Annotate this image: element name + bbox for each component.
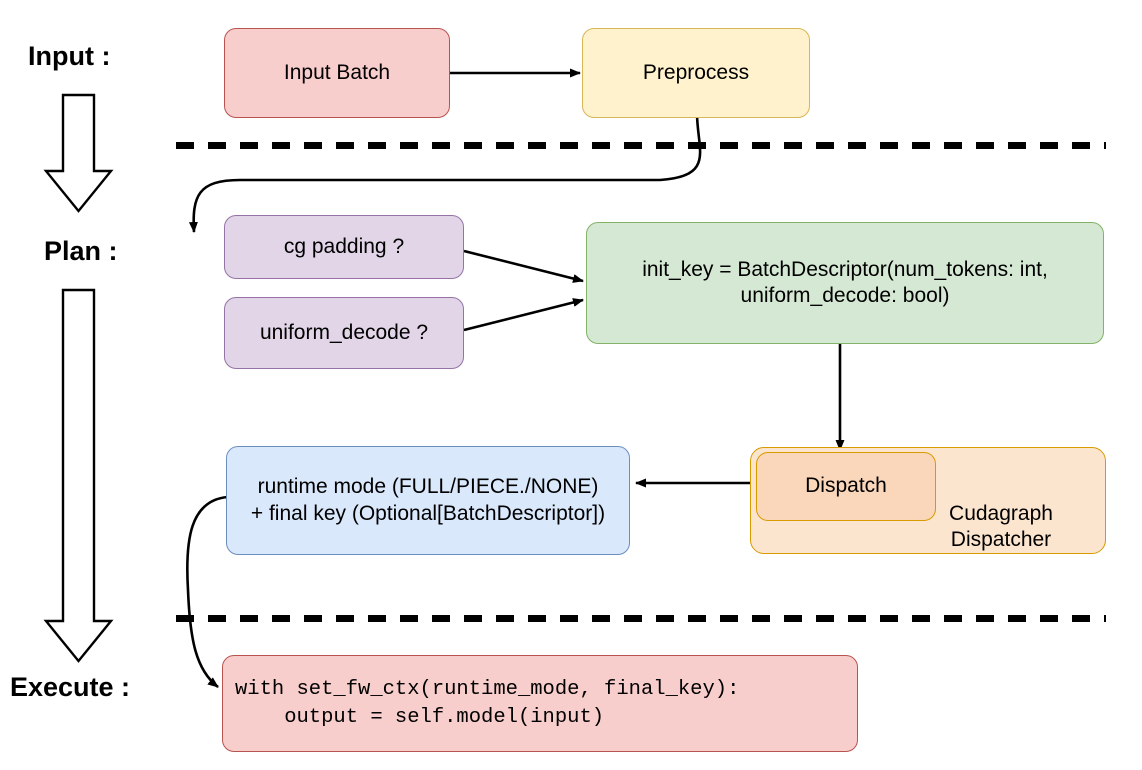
node-cg-padding[interactable]: cg padding ? xyxy=(224,215,464,279)
plan-to-execute-arrow xyxy=(43,288,114,663)
edge-cg-padding-to-init-key xyxy=(463,249,584,283)
node-execute-code[interactable]: with set_fw_ctx(runtime_mode, final_key)… xyxy=(222,655,858,752)
edge-uniform-decode-to-init-key xyxy=(463,298,584,332)
node-input-batch[interactable]: Input Batch xyxy=(224,28,450,118)
node-runtime-mode[interactable]: runtime mode (FULL/PIECE./NONE) + final … xyxy=(226,446,630,555)
node-runtime-mode-line1: runtime mode (FULL/PIECE./NONE) xyxy=(257,475,599,499)
node-init-key-line2: uniform_decode: bool) xyxy=(740,284,950,307)
input-to-plan-arrow xyxy=(43,93,114,213)
node-uniform-decode-label: uniform_decode ? xyxy=(259,320,429,344)
stage-label-input: Input : xyxy=(28,41,111,71)
node-dispatch[interactable]: Dispatch xyxy=(756,452,936,521)
node-dispatch-label: Dispatch xyxy=(805,474,887,498)
stage-label-execute: Execute : xyxy=(10,672,131,702)
node-execute-code-line1: with set_fw_ctx(runtime_mode, final_key)… xyxy=(235,677,740,701)
node-preprocess[interactable]: Preprocess xyxy=(582,28,810,118)
stage-label-plan: Plan : xyxy=(44,236,118,266)
node-init-key[interactable]: init_key = BatchDescriptor(num_tokens: i… xyxy=(586,222,1104,344)
node-execute-code-line2: output = self.model(input) xyxy=(235,705,605,729)
node-init-key-line1: init_key = BatchDescriptor(num_tokens: i… xyxy=(642,257,1048,281)
node-cudagraph-dispatcher-line2: Dispatcher xyxy=(950,527,1052,551)
node-uniform-decode[interactable]: uniform_decode ? xyxy=(224,297,464,369)
node-runtime-mode-line2: + final key (Optional[BatchDescriptor]) xyxy=(250,501,606,525)
node-cg-padding-label: cg padding ? xyxy=(283,234,405,258)
edge-runtime-mode-to-execute-code xyxy=(185,495,229,689)
node-preprocess-label: Preprocess xyxy=(642,60,750,84)
node-cudagraph-dispatcher-line1: Cudagraph xyxy=(949,501,1053,525)
node-input-batch-label: Input Batch xyxy=(283,60,391,84)
